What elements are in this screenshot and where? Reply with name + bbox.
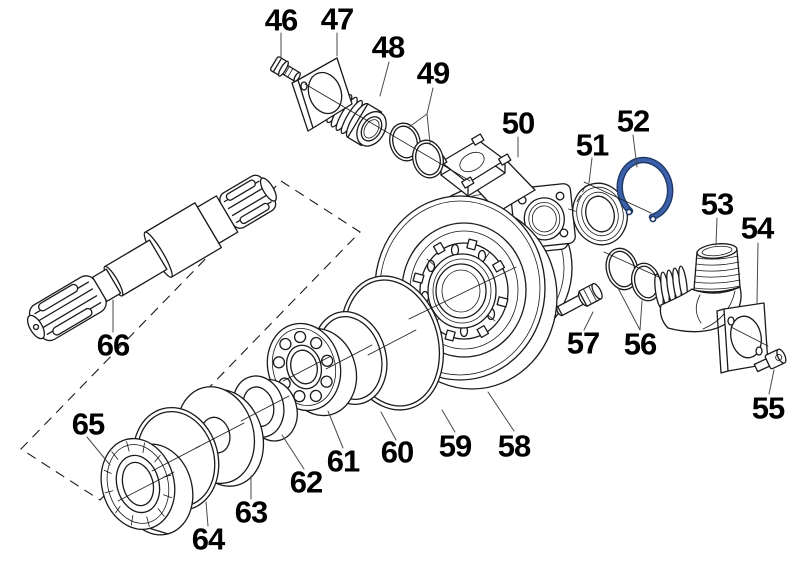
part-label-63: 63 — [234, 494, 268, 530]
leader-62 — [281, 434, 305, 470]
part-label-49: 49 — [416, 55, 450, 91]
leader-64 — [205, 501, 209, 527]
centerline-dashed-box — [20, 180, 361, 501]
part-label-62: 62 — [289, 464, 323, 500]
part-53-elbow-hose-fitting — [654, 243, 742, 333]
part-label-50: 50 — [501, 105, 535, 141]
part-label-57: 57 — [566, 325, 600, 361]
part-label-66: 66 — [96, 327, 130, 363]
leader-49 — [408, 87, 434, 128]
part-label-56: 56 — [623, 326, 657, 362]
part-label-58: 58 — [497, 428, 531, 464]
part-52-retaining-ring-highlighted — [616, 156, 674, 223]
leader-48 — [379, 61, 390, 97]
part-label-47: 47 — [320, 1, 354, 37]
part-46-hex-bolt — [269, 56, 301, 82]
leader-54 — [756, 242, 759, 304]
leader-65 — [86, 436, 111, 466]
part-label-48: 48 — [371, 29, 405, 65]
leader-60 — [380, 411, 397, 441]
leader-59 — [441, 409, 456, 433]
part-65-tapered-roller-bearing — [100, 437, 194, 536]
part-label-55: 55 — [751, 390, 785, 426]
part-54-elbow-flange-plate — [716, 302, 769, 374]
part-55-socket-head-bolt — [753, 348, 787, 373]
part-label-60: 60 — [380, 434, 414, 470]
part-label-64: 64 — [191, 521, 225, 557]
part-label-53: 53 — [700, 186, 734, 222]
axis-centerlines — [117, 83, 769, 502]
part-57-hex-bolt — [556, 282, 603, 317]
leader-57 — [583, 311, 594, 331]
leader-52 — [632, 134, 638, 168]
part-label-46: 46 — [264, 2, 298, 38]
leader-56 — [617, 287, 641, 331]
leader-51 — [588, 157, 593, 184]
leader-58 — [487, 391, 515, 432]
leader-61 — [327, 410, 344, 449]
part-47-seal-cover-plate — [291, 57, 353, 132]
part-label-51: 51 — [575, 127, 609, 163]
part-49-o-ring-pair — [389, 122, 444, 179]
part-label-54: 54 — [740, 210, 774, 246]
leader-lines — [86, 32, 775, 527]
part-label-65: 65 — [71, 406, 105, 442]
part-66-pto-splined-shaft — [26, 174, 277, 342]
leader-55 — [768, 369, 775, 395]
part-label-59: 59 — [438, 428, 472, 464]
part-51-oil-seal — [568, 182, 628, 246]
part-label-61: 61 — [326, 443, 360, 479]
part-56-o-ring-pair — [605, 247, 662, 302]
leader-53 — [715, 217, 718, 246]
part-label-52: 52 — [616, 103, 650, 139]
